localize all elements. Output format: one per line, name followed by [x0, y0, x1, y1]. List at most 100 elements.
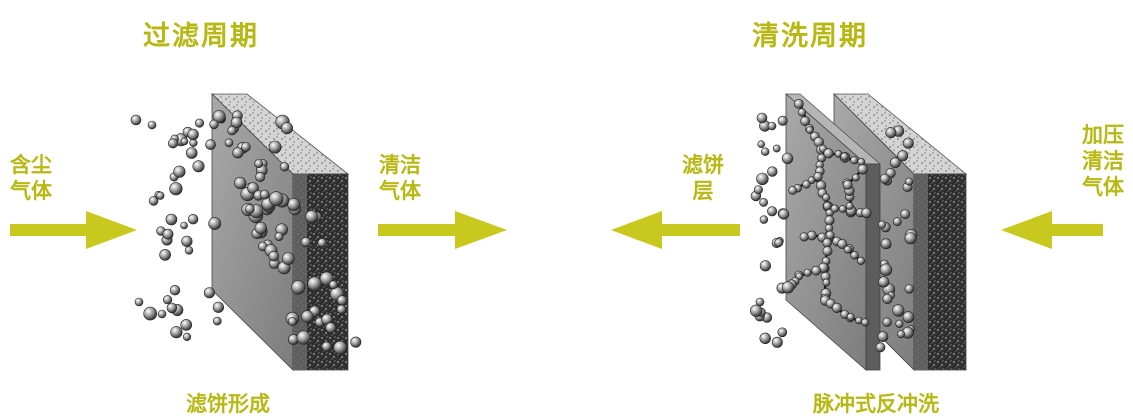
dust-particle-icon [803, 268, 812, 277]
dust-particle-icon [811, 265, 822, 276]
dust-particle-icon [185, 147, 198, 159]
dust-particle-icon [325, 322, 337, 334]
dust-particle-icon [268, 250, 280, 262]
dust-particle-icon [774, 238, 784, 248]
dust-particle-icon [189, 138, 198, 147]
dust-particle-icon [254, 159, 264, 168]
dust-particle-icon [895, 319, 904, 328]
dust-particle-icon [778, 208, 790, 220]
dust-particle-icon [889, 157, 901, 169]
dust-particle-icon [156, 191, 165, 200]
pulse-jet-cleaning-caption: 脉冲式反冲洗 [813, 392, 939, 416]
dust-particle-icon [305, 210, 319, 224]
dust-particle-icon [291, 280, 306, 295]
dust-particle-icon [838, 205, 847, 213]
dust-particle-icon [861, 318, 870, 327]
clean-gas-label: 清洁 气体 [379, 152, 421, 204]
dust-particle-icon [166, 302, 178, 314]
filter-cake-layer-label-line-1: 滤饼 [682, 153, 724, 177]
dust-particle-icon [165, 213, 178, 226]
dust-particle-icon [170, 326, 183, 339]
dust-particle-icon [797, 108, 807, 117]
dust-particle-icon [767, 166, 778, 177]
dust-particle-icon [208, 217, 222, 230]
dust-particle-icon [333, 340, 348, 355]
dust-particle-icon [173, 165, 186, 178]
dust-particle-icon [767, 206, 778, 217]
dust-particle-icon [760, 147, 770, 156]
filtration-cycle-title: 过滤周期 [143, 21, 259, 52]
dust-particle-icon [209, 119, 219, 130]
dust-particle-icon [203, 287, 215, 299]
dust-particle-icon [813, 172, 823, 182]
dust-particle-icon [259, 189, 270, 200]
pressurized-clean-gas-label-line-1: 加压 [1082, 123, 1124, 147]
dust-particle-icon [799, 232, 809, 242]
dust-particle-icon [287, 316, 297, 326]
dust-particle-icon [877, 220, 887, 229]
dust-particle-icon [822, 201, 832, 211]
dust-particle-icon [823, 148, 834, 159]
dust-particle-icon [755, 297, 765, 307]
dust-particle-icon [759, 215, 769, 224]
dust-particle-icon [772, 144, 781, 153]
dust-particle-icon [163, 295, 173, 305]
dust-particle-icon [759, 332, 771, 344]
dust-particle-icon [169, 182, 183, 196]
dust-particle-icon [182, 332, 192, 342]
dust-particle-icon [850, 156, 859, 165]
dust-particle-icon [757, 140, 766, 148]
dust-particle-icon [857, 164, 868, 175]
pressurized-clean-gas-label: 加压 清洁 气体 [1082, 122, 1124, 200]
dust-particle-icon [205, 139, 216, 150]
dust-particle-icon [877, 331, 889, 342]
dust-particle-icon [902, 137, 914, 149]
dust-particle-icon [187, 128, 199, 141]
arrow-left-icon [611, 211, 740, 249]
dust-particle-icon [279, 162, 290, 172]
dust-particle-icon [756, 112, 768, 124]
dust-particle-icon [234, 176, 247, 190]
dust-particle-icon [822, 238, 833, 248]
dust-particle-icon [247, 182, 259, 194]
dust-particle-icon [897, 150, 909, 162]
pressurized-clean-gas-label-line-3: 气体 [1082, 175, 1124, 199]
dust-particle-icon [793, 99, 804, 109]
dust-particle-icon [781, 152, 794, 165]
clean-gas-label-line-2: 气体 [379, 179, 421, 203]
dust-particle-icon [788, 185, 798, 195]
dust-particle-icon [241, 142, 251, 152]
dust-particle-icon [224, 138, 234, 148]
dust-particle-icon [875, 342, 886, 353]
dust-particle-icon [843, 245, 852, 254]
dust-particle-icon [180, 319, 192, 331]
dust-particle-icon [824, 215, 835, 226]
dust-particle-icon [274, 232, 284, 241]
cleaning-cycle-title: 清洗周期 [752, 21, 868, 52]
cake-formation-caption: 滤饼形成 [186, 392, 270, 416]
dust-particle-icon [287, 198, 301, 212]
dust-particle-icon [904, 232, 917, 245]
dust-particle-icon [882, 293, 893, 305]
dusty-gas-label-line-1: 含尘 [10, 153, 52, 177]
dust-particle-icon [328, 280, 338, 290]
dust-particle-icon [168, 138, 179, 149]
dust-particle-icon [281, 252, 295, 265]
clean-gas-label-line-1: 清洁 [379, 153, 421, 177]
dust-particle-icon [802, 180, 811, 189]
dust-particle-icon [885, 127, 897, 139]
dust-particle-icon [822, 278, 831, 287]
dust-particle-icon [805, 126, 814, 134]
dust-particle-icon [301, 310, 314, 323]
dust-particle-icon [880, 238, 892, 250]
dust-particle-icon [296, 330, 311, 345]
dust-particle-icon [180, 137, 189, 146]
dust-particle-icon [213, 316, 222, 326]
dust-particle-icon [130, 114, 142, 126]
dust-particle-icon [321, 341, 332, 352]
dust-particle-icon [180, 221, 188, 230]
dust-particle-icon [846, 312, 855, 321]
dust-particle-icon [840, 152, 849, 161]
dust-particle-icon [852, 173, 860, 182]
